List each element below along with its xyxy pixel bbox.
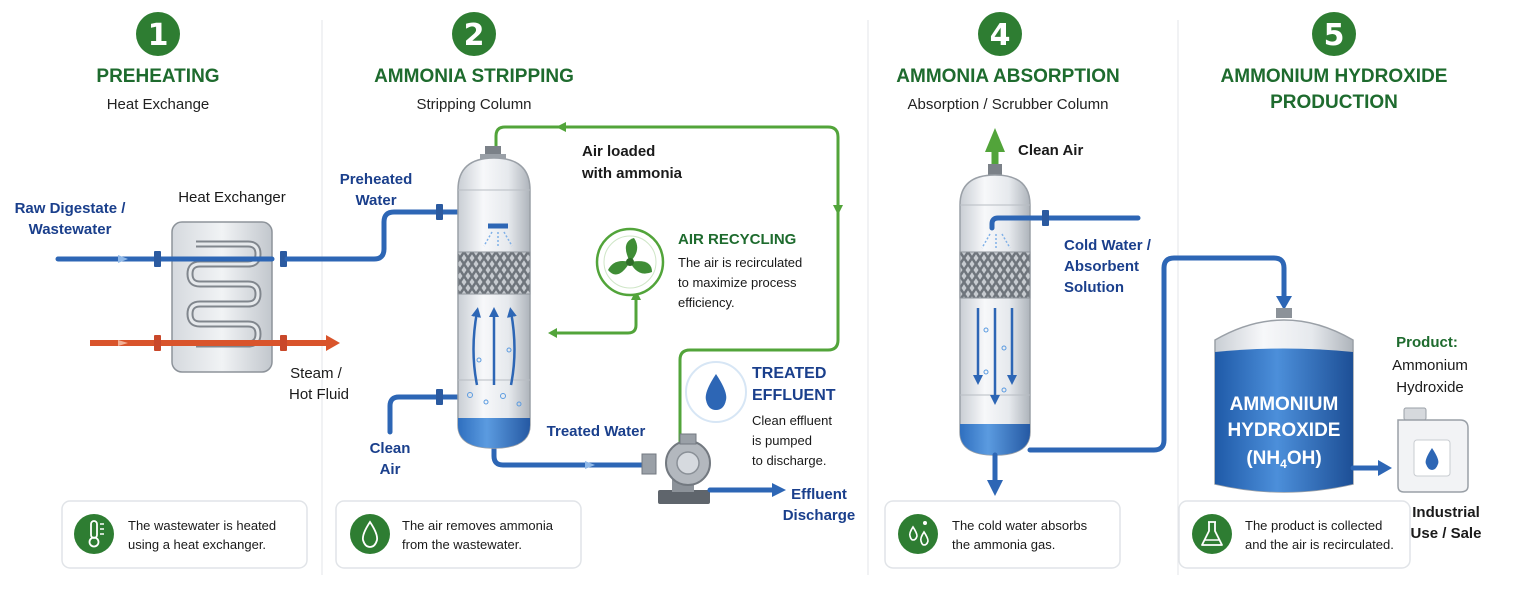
step-5-title-line-2: PRODUCTION xyxy=(1270,92,1398,113)
step-5-title-line-1: AMMONIUM HYDROXIDE xyxy=(1221,66,1448,87)
preheated-water-label-line-2: Water xyxy=(355,192,396,209)
scrubber-column xyxy=(959,128,1292,496)
step-5-header: 5 AMMONIUM HYDROXIDE PRODUCTION xyxy=(1221,12,1448,113)
step-2-header: 2 AMMONIA STRIPPING Stripping Column xyxy=(374,12,574,113)
industrial-label-line-1: Industrial xyxy=(1412,504,1480,521)
flask-icon xyxy=(1192,514,1232,554)
treated-water-pipe xyxy=(491,443,651,468)
card-2-text-line-1: The air removes ammonia xyxy=(402,518,554,533)
step-4-subtitle: Absorption / Scrubber Column xyxy=(908,96,1109,113)
tank-formula: (NH4OH) xyxy=(1246,448,1321,471)
step-1-header: 1 PREHEATING Heat Exchange xyxy=(96,12,220,113)
cold-water-label-line-2: Absorbent xyxy=(1064,258,1139,275)
air-recycling-title: AIR RECYCLING xyxy=(678,231,796,248)
stripping-column xyxy=(457,146,531,449)
step-2-title: AMMONIA STRIPPING xyxy=(374,66,574,87)
step-5-number: 5 xyxy=(1324,18,1345,53)
treated-effluent-text-line-2: is pumped xyxy=(752,433,812,448)
tank-label-line-2: HYDROXIDE xyxy=(1228,420,1341,441)
air-loaded-label-line-1: Air loaded xyxy=(582,143,655,160)
step-2-badge xyxy=(452,12,496,56)
steam-label-line-1: Steam / xyxy=(290,365,343,382)
effluent-discharge-label-line-2: Discharge xyxy=(783,507,856,524)
clean-air-out-label: Clean Air xyxy=(1018,142,1083,159)
fan-icon xyxy=(595,227,665,297)
card-step-4: The cold water absorbs the ammonia gas. xyxy=(884,500,1121,569)
effluent-discharge-label-line-1: Effluent xyxy=(791,486,847,503)
card-1-text-line-2: using a heat exchanger. xyxy=(128,537,266,552)
clean-air-pipe xyxy=(387,394,463,435)
product-label-line-1: Product: xyxy=(1396,334,1458,351)
product-label-line-3: Hydroxide xyxy=(1396,379,1464,396)
card-5-text-line-2: and the air is recirculated. xyxy=(1245,537,1394,552)
steam-label-line-2: Hot Fluid xyxy=(289,386,349,403)
preheated-water-label-line-1: Preheated xyxy=(340,171,413,188)
jerrycan xyxy=(1397,407,1469,493)
card-step-2: The air removes ammonia from the wastewa… xyxy=(335,500,582,569)
treated-effluent-title-line-2: EFFLUENT xyxy=(752,387,836,404)
air-recycling-text-line-3: efficiency. xyxy=(678,295,735,310)
card-4-text-line-2: the ammonia gas. xyxy=(952,537,1055,552)
card-2-text-line-2: from the wastewater. xyxy=(402,537,522,552)
step-4-badge xyxy=(978,12,1022,56)
clean-air-in-label-line-1: Clean xyxy=(370,440,411,457)
treated-effluent-text-line-1: Clean effluent xyxy=(752,413,832,428)
raw-digestate-label-line-1: Raw Digestate / xyxy=(15,200,127,217)
card-5-text-line-1: The product is collected xyxy=(1245,518,1382,533)
pump xyxy=(641,433,786,504)
step-4-header: 4 AMMONIA ABSORPTION Absorption / Scrubb… xyxy=(896,12,1120,113)
card-4-text-line-1: The cold water absorbs xyxy=(952,518,1088,533)
air-recycling-text-line-2: to maximize process xyxy=(678,275,797,290)
clean-air-in-label-line-2: Air xyxy=(380,461,401,478)
water-drop-icon xyxy=(350,514,390,554)
step-1-subtitle: Heat Exchange xyxy=(107,96,210,113)
thermometer-icon xyxy=(74,514,114,554)
step-1-number: 1 xyxy=(148,18,169,53)
industrial-label-line-2: Use / Sale xyxy=(1411,525,1482,542)
card-step-1: The wastewater is heated using a heat ex… xyxy=(61,500,308,569)
step-2-subtitle: Stripping Column xyxy=(416,96,531,113)
treated-water-label: Treated Water xyxy=(547,423,646,440)
step-4-title: AMMONIA ABSORPTION xyxy=(896,66,1119,87)
treated-effluent-title-line-1: TREATED xyxy=(752,365,826,382)
step-2-number: 2 xyxy=(464,18,485,53)
heat-exchanger-label: Heat Exchanger xyxy=(178,189,286,206)
card-step-5: The product is collected and the air is … xyxy=(1178,500,1411,569)
step-1-badge xyxy=(136,12,180,56)
treated-effluent-text-line-3: to discharge. xyxy=(752,453,826,468)
cold-water-label-line-3: Solution xyxy=(1064,279,1124,296)
card-1-text-line-1: The wastewater is heated xyxy=(128,518,276,533)
step-4-number: 4 xyxy=(990,18,1011,53)
step-1-title: PREHEATING xyxy=(96,66,219,87)
tank-label-line-1: AMMONIUM xyxy=(1230,394,1339,415)
step-5-badge xyxy=(1312,12,1356,56)
raw-digestate-label-line-2: Wastewater xyxy=(29,221,112,238)
cold-water-label-line-1: Cold Water / xyxy=(1064,237,1152,254)
heat-exchanger-unit xyxy=(55,221,340,373)
air-loaded-label-line-2: with ammonia xyxy=(581,165,683,182)
gas-drops-icon xyxy=(898,514,938,554)
air-recycling-text-line-1: The air is recirculated xyxy=(678,255,802,270)
product-label-line-2: Ammonium xyxy=(1392,357,1468,374)
water-drop-icon xyxy=(685,361,747,423)
ammonium-hydroxide-tank xyxy=(1214,308,1392,493)
